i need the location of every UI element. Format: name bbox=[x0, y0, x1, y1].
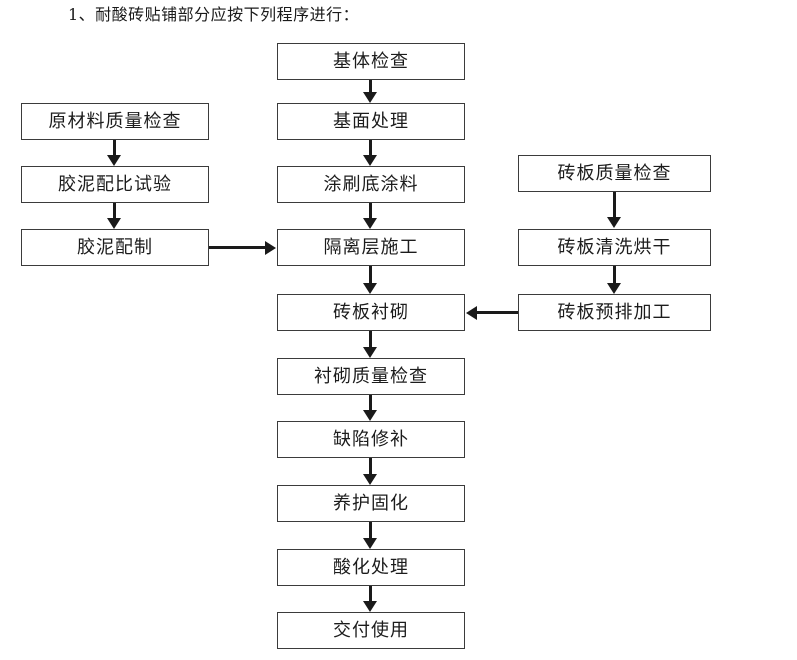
connector-left-3-to-main-4 bbox=[209, 246, 267, 249]
arrowhead-main-2-to-3 bbox=[363, 155, 377, 166]
flow-node-label: 基面处理 bbox=[333, 110, 409, 132]
arrowhead-right-2-to-3 bbox=[607, 283, 621, 294]
flow-node-main-2[interactable]: 基面处理 bbox=[277, 103, 465, 140]
arrowhead-main-4-to-5 bbox=[363, 283, 377, 294]
connector-right-3-to-main-5 bbox=[476, 311, 518, 314]
arrowhead-left-1-to-2 bbox=[107, 155, 121, 166]
connector-main-3-to-4 bbox=[369, 203, 372, 219]
flow-node-label: 原材料质量检查 bbox=[48, 110, 182, 132]
page-title: 1、耐酸砖贴铺部分应按下列程序进行： bbox=[68, 5, 360, 24]
connector-right-1-to-2 bbox=[613, 192, 616, 218]
arrowhead-main-9-to-10 bbox=[363, 601, 377, 612]
flow-node-label: 涂刷底涂料 bbox=[323, 173, 419, 195]
flow-node-right-3[interactable]: 砖板预排加工 bbox=[518, 294, 711, 331]
arrowhead-main-1-to-2 bbox=[363, 92, 377, 103]
arrowhead-left-3-to-main-4 bbox=[265, 240, 276, 255]
flow-node-left-1[interactable]: 原材料质量检查 bbox=[21, 103, 209, 140]
flow-node-label: 砖板衬砌 bbox=[333, 301, 409, 323]
arrowhead-main-3-to-4 bbox=[363, 218, 377, 229]
flow-node-main-4[interactable]: 隔离层施工 bbox=[277, 229, 465, 266]
flow-node-label: 衬砌质量检查 bbox=[314, 365, 428, 387]
connector-main-2-to-3 bbox=[369, 140, 372, 156]
flow-node-main-6[interactable]: 衬砌质量检查 bbox=[277, 358, 465, 395]
flow-node-main-9[interactable]: 酸化处理 bbox=[277, 549, 465, 586]
flow-node-label: 胶泥配比试验 bbox=[58, 173, 172, 195]
connector-main-6-to-7 bbox=[369, 395, 372, 411]
flow-node-main-5[interactable]: 砖板衬砌 bbox=[277, 294, 465, 331]
connector-main-9-to-10 bbox=[369, 586, 372, 602]
arrowhead-main-6-to-7 bbox=[363, 410, 377, 421]
flow-node-label: 砖板清洗烘干 bbox=[557, 236, 672, 258]
flow-node-label: 酸化处理 bbox=[333, 556, 409, 578]
flow-node-label: 隔离层施工 bbox=[323, 236, 419, 258]
flow-node-label: 胶泥配制 bbox=[77, 236, 153, 258]
connector-main-8-to-9 bbox=[369, 522, 372, 539]
flow-node-right-2[interactable]: 砖板清洗烘干 bbox=[518, 229, 711, 266]
connector-main-7-to-8 bbox=[369, 458, 372, 475]
arrowhead-main-7-to-8 bbox=[363, 474, 377, 485]
connector-right-2-to-3 bbox=[613, 266, 616, 284]
connector-main-4-to-5 bbox=[369, 266, 372, 284]
connector-left-2-to-3 bbox=[113, 203, 116, 219]
arrowhead-left-2-to-3 bbox=[107, 218, 121, 229]
flow-node-left-3[interactable]: 胶泥配制 bbox=[21, 229, 209, 266]
connector-main-1-to-2 bbox=[369, 80, 372, 93]
flow-node-main-7[interactable]: 缺陷修补 bbox=[277, 421, 465, 458]
arrowhead-main-8-to-9 bbox=[363, 538, 377, 549]
flow-node-label: 缺陷修补 bbox=[333, 428, 409, 450]
flow-node-label: 交付使用 bbox=[333, 619, 409, 641]
flow-node-label: 基体检查 bbox=[333, 50, 409, 72]
flow-node-label: 养护固化 bbox=[333, 492, 409, 514]
flow-node-right-1[interactable]: 砖板质量检查 bbox=[518, 155, 711, 192]
connector-left-1-to-2 bbox=[113, 140, 116, 156]
flow-node-label: 砖板预排加工 bbox=[557, 301, 672, 323]
flow-node-main-3[interactable]: 涂刷底涂料 bbox=[277, 166, 465, 203]
flow-node-main-10[interactable]: 交付使用 bbox=[277, 612, 465, 649]
arrowhead-main-5-to-6 bbox=[363, 347, 377, 358]
flow-node-left-2[interactable]: 胶泥配比试验 bbox=[21, 166, 209, 203]
connector-main-5-to-6 bbox=[369, 331, 372, 348]
arrowhead-right-1-to-2 bbox=[607, 217, 621, 228]
flow-node-label: 砖板质量检查 bbox=[557, 162, 672, 184]
flow-node-main-1[interactable]: 基体检查 bbox=[277, 43, 465, 80]
flow-node-main-8[interactable]: 养护固化 bbox=[277, 485, 465, 522]
arrowhead-right-3-to-main-5 bbox=[466, 305, 477, 320]
